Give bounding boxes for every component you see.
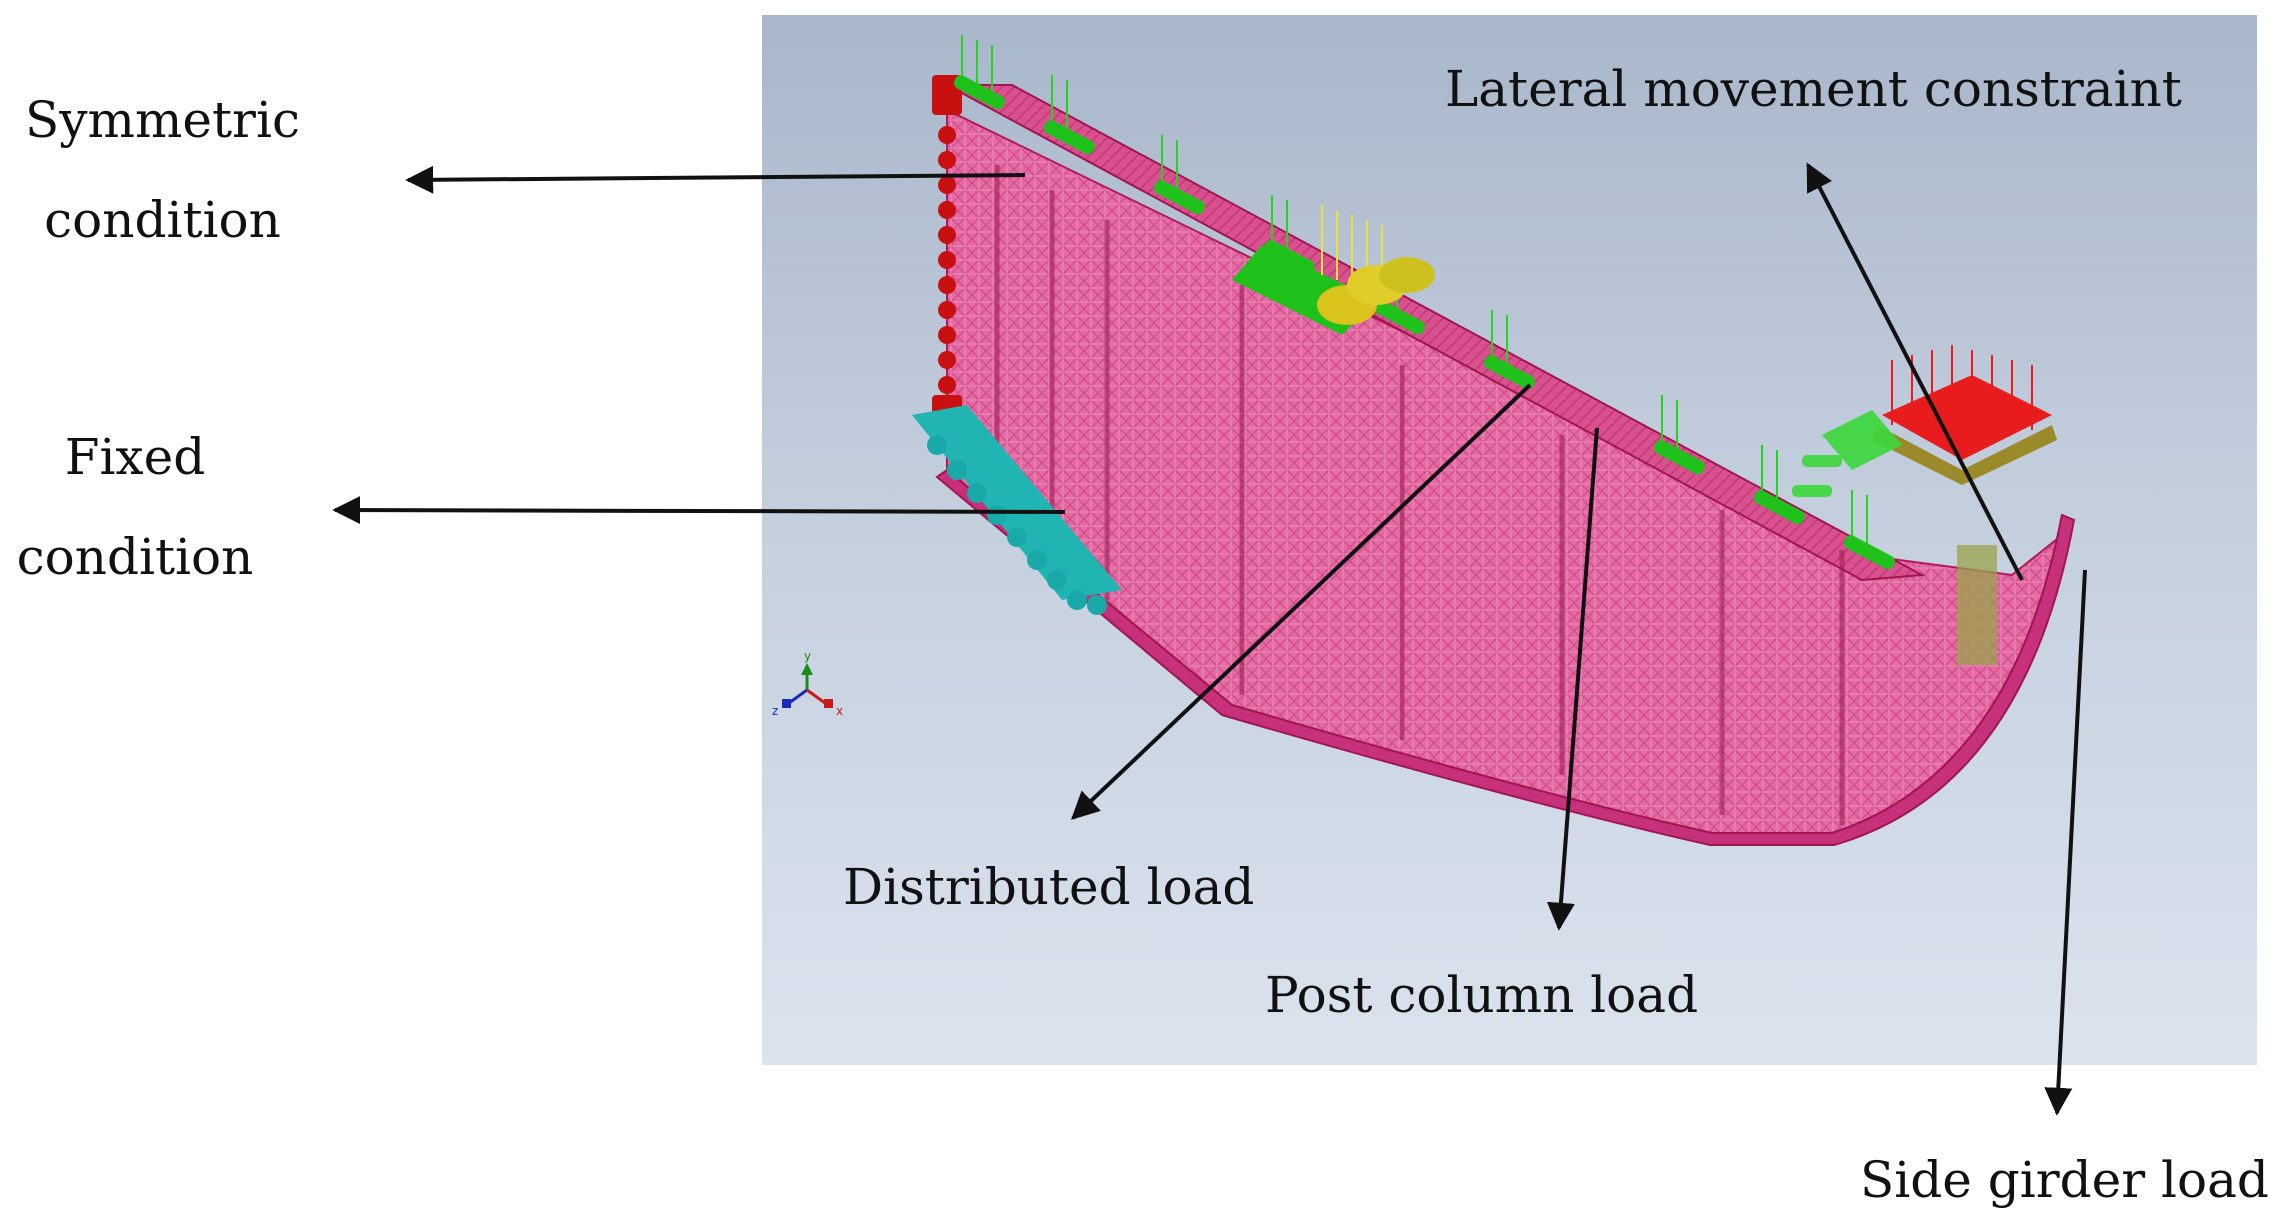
distributed-arrow bbox=[1070, 383, 1532, 820]
web-stiffeners bbox=[994, 165, 1845, 825]
triad-y-label: y bbox=[804, 649, 811, 663]
girder-bottom-flange bbox=[935, 468, 2076, 846]
fixed-label-line2: condition bbox=[16, 528, 254, 586]
symmetric-condition-label: Symmetric condition bbox=[20, 95, 305, 245]
post-column-load-label: Post column load bbox=[1265, 966, 1699, 1024]
side-girder-load-label: Side girder load bbox=[1860, 1151, 2269, 1209]
fixed-label-line1: Fixed bbox=[64, 428, 206, 486]
side-girder-arrow bbox=[2044, 569, 2087, 1116]
lateral-constraint-label: Lateral movement constraint bbox=[1445, 60, 2182, 118]
fea-viewport: y z x bbox=[762, 15, 2257, 1065]
fixed-condition-label: Fixed condition bbox=[10, 432, 260, 582]
girder-end-plate bbox=[1957, 545, 1997, 665]
girder-model: y z x bbox=[772, 35, 2076, 846]
fixed-arrow bbox=[332, 496, 1066, 525]
triad-x-label: x bbox=[836, 704, 843, 718]
axis-triad: y z x bbox=[772, 649, 843, 718]
distributed-load-label: Distributed load bbox=[843, 858, 1255, 916]
side-girder-load-markers bbox=[1872, 345, 2057, 485]
lateral-constraint-markers bbox=[1792, 410, 1902, 497]
lateral-arrow bbox=[1806, 162, 2024, 581]
post-column-arrow bbox=[1546, 427, 1599, 931]
symmetric-label-line1: Symmetric bbox=[25, 91, 300, 149]
symmetric-label-line2: condition bbox=[44, 191, 281, 249]
triad-z-label: z bbox=[772, 704, 778, 718]
post-column-load-markers bbox=[1317, 205, 1435, 325]
symmetric-arrow bbox=[405, 165, 1026, 194]
